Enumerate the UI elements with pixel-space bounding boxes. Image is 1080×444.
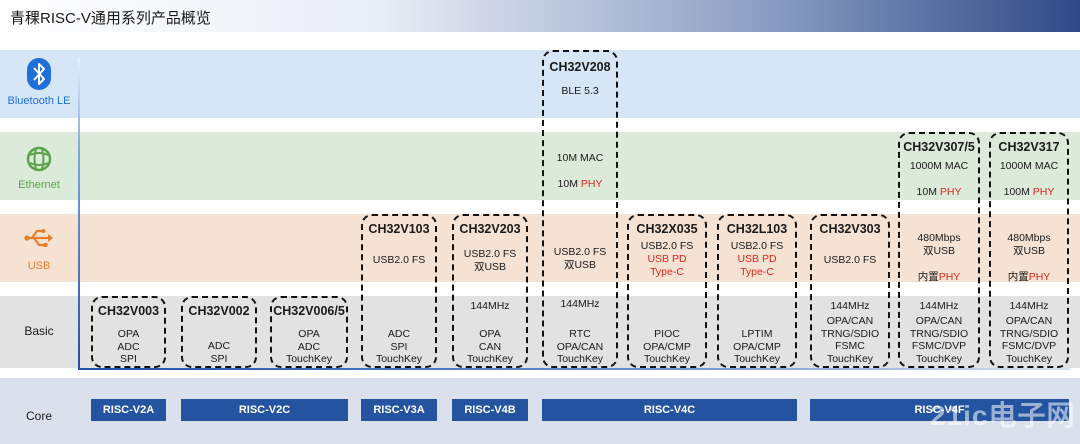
core-risc-v4c: RISC-V4C xyxy=(542,399,797,421)
chip-basic-features: ADC SPI TouchKey xyxy=(375,328,423,365)
eth-phy-prefix: 10M xyxy=(557,177,581,190)
chip-basic-features: OPA ADC SPI xyxy=(117,328,140,365)
eth-phy-highlight: PHY xyxy=(939,185,962,198)
chip-basic-features: OPA ADC TouchKey xyxy=(285,328,333,365)
chip-basic-features: OPA/CAN TRNG/SDIO FSMC/DVP TouchKey xyxy=(909,315,969,365)
usb-phy-prefix: 内置 xyxy=(1007,270,1029,283)
chip-clock: 144MHz xyxy=(919,300,959,312)
band-usb xyxy=(0,214,1080,282)
row-label-core: Core xyxy=(25,409,52,423)
chip-usb-dual: 双USB xyxy=(922,245,956,257)
ethernet-icon xyxy=(0,145,78,173)
chip-usb-phy: 内置PHY xyxy=(991,258,1067,283)
horizontal-axis xyxy=(78,368,1070,370)
chip-name: CH32V103 xyxy=(368,222,430,236)
chip-usb-features: USB2.0 FS xyxy=(730,240,784,252)
chip-name: CH32V203 xyxy=(459,222,521,236)
band-ethernet xyxy=(0,132,1080,200)
eth-phy-prefix: 10M xyxy=(916,185,940,198)
chip-ble-features: BLE 5.3 xyxy=(561,85,599,97)
chip-basic-features: PIOC OPA/CMP TouchKey xyxy=(643,328,691,365)
chip-name: CH32V006/5 xyxy=(273,304,345,318)
chip-ch32l103: CH32L103 USB2.0 FS USB PD Type-C LPTIM O… xyxy=(717,214,797,368)
chip-usb-pd: USB PD Type-C xyxy=(737,253,777,278)
usb-phy-highlight: PHY xyxy=(1028,270,1051,283)
page-title: 青稞RISC-V通用系列产品概览 xyxy=(10,10,211,27)
chip-clock: 144MHz xyxy=(560,298,600,310)
chip-ch32v002: CH32V002 ADC SPI xyxy=(181,296,257,368)
chip-name: CH32V002 xyxy=(188,304,250,318)
chip-basic-features: RTC OPA/CAN TouchKey xyxy=(556,328,604,365)
chip-usb-features: USB2.0 FS 双USB xyxy=(463,248,517,273)
chip-name: CH32V303 xyxy=(819,222,881,236)
chip-usb-features: USB2.0 FS xyxy=(372,254,426,266)
row-label-bluetooth: Bluetooth LE xyxy=(7,95,71,107)
eth-phy-highlight: PHY xyxy=(1032,185,1055,198)
chip-eth-mac: 1000M MAC xyxy=(909,160,969,172)
chip-clock: 144MHz xyxy=(470,300,510,312)
chip-ch32v208: CH32V208 BLE 5.3 10M MAC 10M PHY USB2.0 … xyxy=(542,50,618,368)
chip-basic-features: OPA/CAN TRNG/SDIO FSMC/DVP TouchKey xyxy=(999,315,1059,365)
usb-phy-prefix: 内置 xyxy=(917,270,939,283)
bluetooth-icon xyxy=(0,58,78,90)
chip-ch32v203: CH32V203 USB2.0 FS 双USB 144MHz OPA CAN T… xyxy=(452,214,528,368)
core-risc-v2a: RISC-V2A xyxy=(91,399,166,421)
chip-name: CH32X035 xyxy=(636,222,698,236)
chip-eth-mac: 10M MAC xyxy=(556,152,604,164)
chip-basic-features: OPA/CAN TRNG/SDIO FSMC TouchKey xyxy=(820,315,880,365)
chip-ch32v103: CH32V103 USB2.0 FS ADC SPI TouchKey xyxy=(361,214,437,368)
watermark: 21ic电子网 xyxy=(930,400,1076,431)
chip-name: CH32V208 xyxy=(549,60,611,74)
chip-basic-features: OPA CAN TouchKey xyxy=(466,328,514,365)
usb-icon xyxy=(0,226,78,250)
chip-clock: 144MHz xyxy=(1009,300,1049,312)
chip-usb-features: USB2.0 FS xyxy=(823,254,877,266)
title-bar: 青稞RISC-V通用系列产品概览 xyxy=(0,0,1080,32)
row-label-basic: Basic xyxy=(24,324,54,338)
row-label-usb: USB xyxy=(27,260,51,272)
chip-usb-features: USB2.0 FS xyxy=(640,240,694,252)
chip-name: CH32V307/5 xyxy=(903,140,975,154)
chip-usb-speed: 480Mbps xyxy=(917,232,961,244)
chip-basic-features: ADC SPI xyxy=(207,340,231,365)
core-risc-v4f: RISC-V4F xyxy=(810,399,1069,421)
vertical-axis xyxy=(78,58,80,370)
chip-ch32v006: CH32V006/5 OPA ADC TouchKey xyxy=(270,296,348,368)
chip-ch32v303: CH32V303 USB2.0 FS 144MHz OPA/CAN TRNG/S… xyxy=(810,214,890,368)
chip-usb-speed: 480Mbps xyxy=(1007,232,1051,244)
chip-eth-mac: 1000M MAC xyxy=(999,160,1059,172)
chip-name: CH32V317 xyxy=(998,140,1060,154)
chip-usb-pd: USB PD Type-C xyxy=(647,253,687,278)
chip-ch32v317: CH32V317 1000M MAC 100M PHY 480Mbps 双USB… xyxy=(989,132,1069,368)
chip-eth-phy: 10M PHY xyxy=(544,165,616,190)
chip-eth-phy: 10M PHY xyxy=(900,173,978,198)
core-risc-v2c: RISC-V2C xyxy=(181,399,348,421)
chip-usb-features: USB2.0 FS 双USB xyxy=(553,246,607,271)
core-risc-v3a: RISC-V3A xyxy=(361,399,437,421)
chip-name: CH32L103 xyxy=(726,222,788,236)
core-risc-v4b: RISC-V4B xyxy=(452,399,528,421)
chip-clock: 144MHz xyxy=(830,300,870,312)
chip-basic-features: LPTIM OPA/CMP TouchKey xyxy=(733,328,781,365)
chip-usb-phy: 内置PHY xyxy=(900,258,978,283)
chip-ch32v003: CH32V003 OPA ADC SPI xyxy=(91,296,166,368)
chip-eth-phy: 100M PHY xyxy=(991,173,1067,198)
chip-name: CH32V003 xyxy=(97,304,160,318)
chip-usb-dual: 双USB xyxy=(1012,245,1046,257)
band-basic xyxy=(0,296,1080,368)
chip-ch32v307: CH32V307/5 1000M MAC 10M PHY 480Mbps 双US… xyxy=(898,132,980,368)
band-bluetooth xyxy=(0,50,1080,118)
eth-phy-highlight: PHY xyxy=(580,177,603,190)
eth-phy-prefix: 100M xyxy=(1003,185,1033,198)
usb-phy-highlight: PHY xyxy=(938,270,961,283)
chip-ch32x035: CH32X035 USB2.0 FS USB PD Type-C PIOC OP… xyxy=(627,214,707,368)
row-label-ethernet: Ethernet xyxy=(18,179,60,191)
